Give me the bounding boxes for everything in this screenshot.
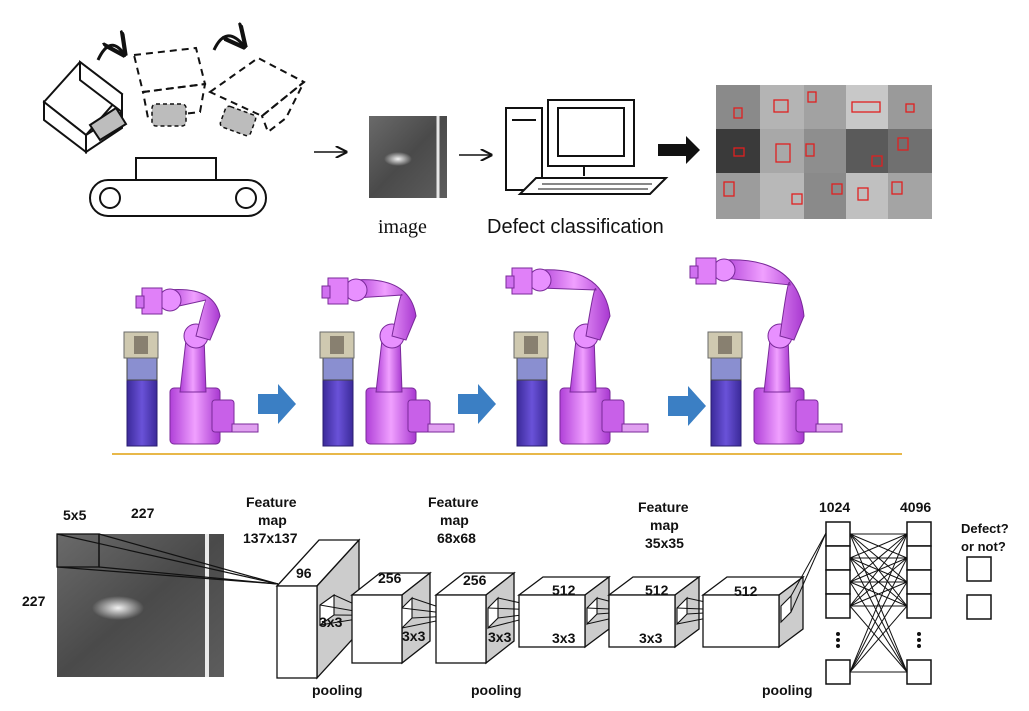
layer-depth-label: 96	[296, 565, 312, 581]
ellipsis-icon	[917, 632, 921, 636]
layer-depth-label: 512	[645, 582, 669, 598]
svg-text:map: map	[258, 512, 287, 528]
camera-setup	[42, 36, 306, 217]
kernel-size-label: 3x3	[639, 630, 663, 646]
svg-text:pooling: pooling	[471, 682, 522, 698]
ellipsis-icon	[917, 644, 921, 648]
kernel-size-label: 3x3	[319, 614, 343, 630]
feature-map-2-label: Feature map 68x68	[428, 494, 479, 546]
svg-text:Feature: Feature	[638, 499, 689, 515]
fc-node	[906, 545, 932, 571]
ellipsis-icon	[917, 638, 921, 642]
kernel-size-label: 3x3	[488, 629, 512, 645]
input-width-label: 227	[131, 505, 155, 521]
robot-arm-frame	[689, 257, 843, 447]
svg-text:68x68: 68x68	[437, 530, 476, 546]
conv-layer-cube: 512	[701, 532, 827, 649]
conv-layer-cube: 96 3x3	[275, 538, 380, 680]
fc-node	[906, 593, 932, 619]
svg-text:map: map	[650, 517, 679, 533]
ellipsis-icon	[836, 644, 840, 648]
svg-text:1024: 1024	[819, 499, 850, 515]
svg-text:35x35: 35x35	[645, 535, 684, 551]
robot-arm-sequence	[123, 257, 843, 447]
camera-lens-ghost-2	[219, 105, 257, 137]
kernel-size-label: 3x3	[402, 628, 426, 644]
conv-layer-cube: 512 3x3	[517, 575, 646, 649]
svg-text:pooling: pooling	[312, 682, 363, 698]
conveyor-icon	[89, 157, 267, 217]
rotate-arrow-icon	[96, 45, 124, 61]
fc-node	[825, 593, 851, 619]
fc-size-2-label: 4096	[900, 499, 931, 515]
pooling-label-1: pooling	[312, 682, 363, 698]
fully-connected-layers	[825, 521, 932, 685]
svg-text:137x137: 137x137	[243, 530, 298, 546]
camera-ghost-2	[208, 56, 306, 134]
feature-map-3-label: Feature map 35x35	[638, 499, 689, 551]
layer-depth-label: 512	[734, 583, 758, 599]
conv-layers: 96 3x3 256 3x3 256 3x3 512 3x3 512 3x3 512	[275, 532, 827, 680]
layer-depth-label: 256	[378, 570, 402, 586]
svg-text:pooling: pooling	[762, 682, 813, 698]
rotate-arrow-icon	[212, 36, 244, 50]
ellipsis-icon	[836, 632, 840, 636]
pooling-label-2: pooling	[471, 682, 522, 698]
fc-node	[825, 569, 851, 595]
layer-depth-label: 256	[463, 572, 487, 588]
svg-text:Feature: Feature	[428, 494, 479, 510]
robot-arm-frame	[123, 287, 259, 447]
fc-node	[825, 659, 851, 685]
output-node	[966, 556, 992, 582]
kernel-size-label: 3x3	[552, 630, 576, 646]
captured-image	[369, 116, 447, 198]
sequence-arrow-icon	[258, 384, 296, 424]
svg-text:Feature: Feature	[246, 494, 297, 510]
output-label: Defect? or not?	[961, 521, 1009, 554]
ellipsis-icon	[836, 638, 840, 642]
classification-label: Defect classification	[487, 216, 664, 238]
fc-node	[825, 521, 851, 547]
fc-size-1-label: 1024	[819, 499, 850, 515]
input-height-label: 227	[22, 593, 46, 609]
kernel-size-label: 5x5	[63, 507, 87, 523]
result-arrow-icon	[658, 136, 700, 164]
conv-layer-cube: 256 3x3	[434, 571, 556, 665]
svg-text:4096: 4096	[900, 499, 931, 515]
sequence-arrow-icon	[458, 384, 496, 424]
svg-text:map: map	[440, 512, 469, 528]
robot-arm-frame	[319, 277, 455, 447]
cnn-input-image	[56, 533, 224, 677]
layer-depth-label: 512	[552, 582, 576, 598]
svg-text:or not?: or not?	[961, 539, 1006, 554]
camera-ghost-1	[132, 46, 207, 120]
robot-arm-frame	[505, 267, 649, 447]
image-label: image	[378, 216, 427, 238]
svg-text:Defect?: Defect?	[961, 521, 1009, 536]
sequence-arrow-icon	[668, 386, 706, 426]
output-node	[966, 594, 992, 620]
fc-node	[906, 659, 932, 685]
fc-node	[825, 545, 851, 571]
computer-icon	[505, 99, 669, 195]
feature-map-1-label: Feature map 137x137	[243, 494, 298, 546]
fc-node	[906, 521, 932, 547]
conv-layer-cube: 256 3x3	[350, 570, 464, 665]
pooling-label-3: pooling	[762, 682, 813, 698]
fc-node	[906, 569, 932, 595]
camera-lens-ghost-1	[151, 103, 187, 127]
camera-icon	[42, 59, 128, 155]
defect-results-grid	[716, 85, 932, 219]
